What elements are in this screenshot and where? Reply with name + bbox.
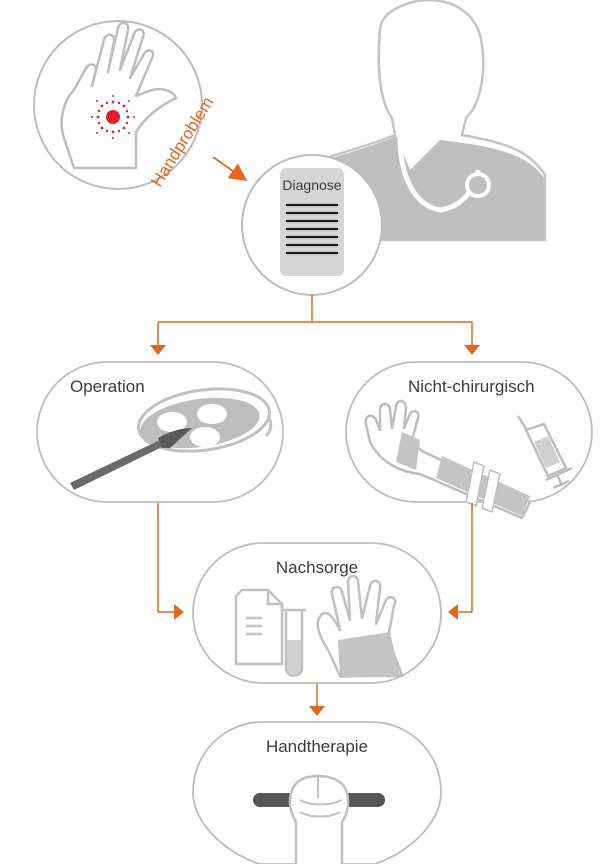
pain-point-icon [91,95,135,139]
hand-therapy-label: Handtherapie [266,737,368,756]
text-lines-icon [286,203,338,255]
scalpel-icon [70,428,192,490]
non-surgical-label: Nicht-chirurgisch [408,377,535,396]
diagnosis-node [241,154,383,296]
syringe-icon [516,415,573,490]
report-document-icon [234,588,284,666]
hand-therapy-node [192,721,442,864]
diagnosis-label: Diagnose [282,177,341,193]
arrow-surgery-to-aftercare [174,604,184,620]
test-tube-icon [282,608,306,677]
arrow-to-non-surgical [464,345,480,355]
arrow-to-surgery [150,345,166,355]
aftercare-node [192,542,442,684]
non-surgical-node [345,361,593,520]
surgery-label: Operation [70,377,145,396]
injured-hand-icon [60,21,178,170]
branch-connector [157,295,473,348]
splinted-hand-icon [364,399,532,520]
aftercare-label: Nachsorge [276,558,358,577]
arrow-non-surgical-to-aftercare [448,604,458,620]
arrow-to-hand-therapy [309,706,325,716]
surgery-node [36,361,284,503]
arrow-to-diagnosis [212,156,248,182]
glove-hand-icon [316,574,404,678]
hand-problem-node [33,20,203,190]
